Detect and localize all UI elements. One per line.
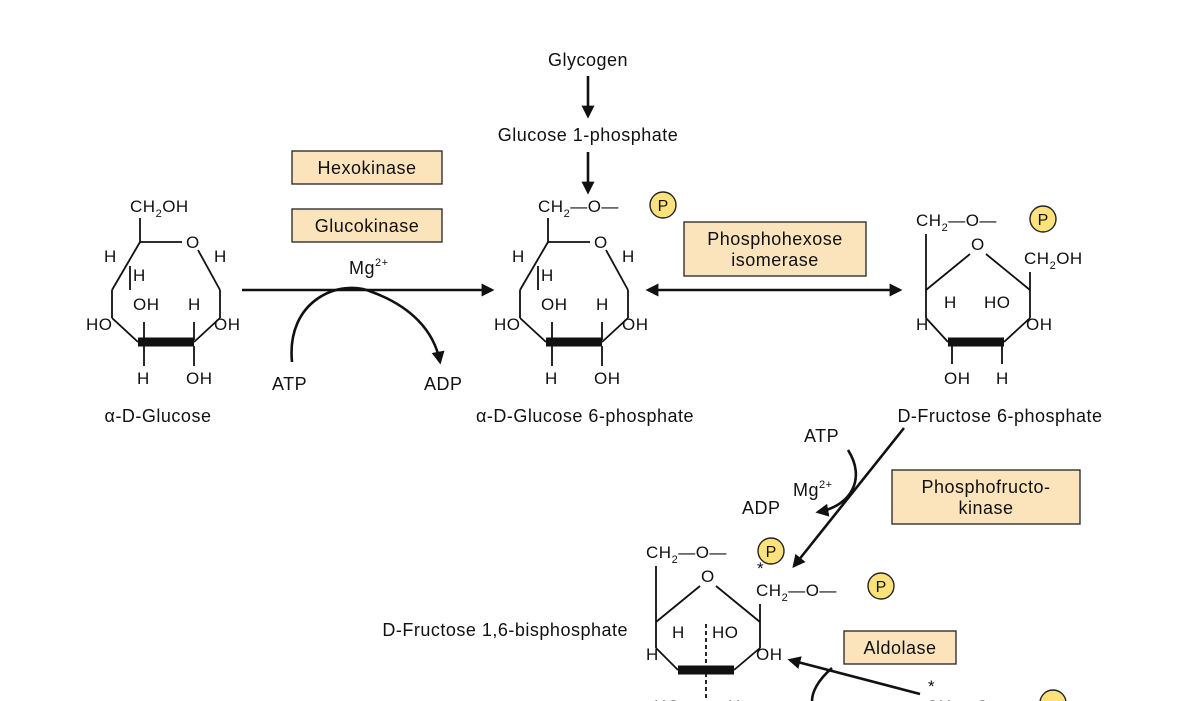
svg-text:OH: OH	[1026, 315, 1053, 334]
svg-text:CH2—O—: CH2—O—	[646, 543, 727, 566]
svg-text:CH2—O—: CH2—O—	[756, 581, 837, 604]
svg-text:HO: HO	[654, 697, 681, 701]
alpha-d-glucose-structure: CH2OH O H H H HO OH H OH H OH	[86, 197, 241, 388]
atp-to-adp-curved-arrow	[290, 286, 445, 365]
svg-text:OH: OH	[944, 369, 971, 388]
svg-text:H: H	[188, 295, 201, 314]
glucokinase-box: Glucokinase	[291, 208, 443, 243]
svg-text:*: *	[928, 677, 935, 696]
svg-text:O: O	[701, 567, 715, 586]
adp-label-2: ADP	[742, 498, 781, 518]
mg-cofactor-label-2: Mg2+	[793, 479, 833, 500]
glucose-6-phosphate-label: α-D-Glucose 6-phosphate	[476, 406, 694, 426]
hexokinase-label: Hexokinase	[317, 158, 416, 178]
svg-text:H: H	[916, 315, 929, 334]
svg-text:CH2OH: CH2OH	[130, 197, 189, 220]
svg-text:H: H	[622, 247, 635, 266]
svg-text:OH: OH	[756, 645, 783, 664]
svg-text:P: P	[658, 198, 669, 215]
svg-text:O: O	[594, 233, 608, 252]
svg-text:H: H	[996, 369, 1009, 388]
svg-text:H: H	[672, 623, 685, 642]
svg-text:H: H	[944, 293, 957, 312]
alpha-d-glucose-label: α-D-Glucose	[105, 406, 212, 426]
fructose-6-phosphate-structure: CH2—O— P O CH2OH H H HO OH OH H	[916, 205, 1083, 388]
svg-text:H: H	[545, 369, 558, 388]
svg-text:O: O	[186, 233, 200, 252]
mg-cofactor-label-1: Mg2+	[349, 257, 389, 278]
phosphofructokinase-box: Phosphofructo- kinase	[891, 469, 1081, 525]
phosphohexose-isomerase-box: Phosphohexose isomerase	[683, 221, 867, 277]
fructose-6-phosphate-label: D-Fructose 6-phosphate	[897, 406, 1102, 426]
svg-text:H: H	[214, 247, 227, 266]
svg-text:CH2—O—: CH2—O—	[926, 697, 1007, 701]
svg-text:HO: HO	[712, 623, 739, 642]
aldolase-box: Aldolase	[843, 630, 957, 665]
svg-text:OH: OH	[186, 369, 213, 388]
svg-text:H: H	[596, 295, 609, 314]
fructose-1-6-bisphosphate-structure: CH2—O— P O * CH2—O— P H H HO OH HO H	[646, 537, 895, 701]
svg-text:OH: OH	[214, 315, 241, 334]
svg-text:Phosphohexose: Phosphohexose	[707, 229, 843, 249]
atp-label-2: ATP	[804, 426, 839, 446]
svg-text:H: H	[646, 645, 659, 664]
adp-label-1: ADP	[424, 374, 463, 394]
svg-text:OH: OH	[133, 295, 160, 314]
svg-text:H: H	[541, 266, 554, 285]
svg-text:H: H	[512, 247, 525, 266]
atp-to-adp-curved-arrow-2	[815, 449, 858, 517]
fructose-1-6-bisphosphate-label: D-Fructose 1,6-bisphosphate	[382, 620, 628, 640]
f6p-to-fbp-arrow	[792, 427, 906, 569]
svg-text:Phosphofructo-: Phosphofructo-	[921, 477, 1050, 497]
svg-text:HO: HO	[494, 315, 521, 334]
svg-text:*: *	[757, 559, 764, 578]
svg-text:OH: OH	[541, 295, 568, 314]
svg-text:H: H	[137, 369, 150, 388]
svg-text:Aldolase: Aldolase	[863, 638, 936, 658]
hexokinase-box: Hexokinase	[291, 150, 443, 185]
svg-text:HO: HO	[86, 315, 113, 334]
svg-text:H: H	[104, 247, 117, 266]
svg-text:HO: HO	[984, 293, 1011, 312]
svg-text:P: P	[1038, 212, 1049, 229]
svg-text:OH: OH	[622, 315, 649, 334]
svg-text:CH2—O—: CH2—O—	[538, 197, 619, 220]
glucokinase-label: Glucokinase	[315, 216, 420, 236]
aldolase-reverse-arrow	[787, 656, 921, 696]
atp-label-1: ATP	[272, 374, 307, 394]
glycogen-label: Glycogen	[548, 50, 628, 70]
aldolase-forward-arrow-stub	[810, 667, 833, 701]
glucose-1-phosphate-label: Glucose 1-phosphate	[498, 125, 679, 145]
dihydroxyacetone-phosphate-partial: * CH2—O—	[926, 677, 1067, 701]
svg-text:O: O	[971, 235, 985, 254]
glucose-6-phosphate-structure: CH2—O— P O H H H HO OH H OH H OH	[494, 191, 677, 388]
svg-text:P: P	[876, 579, 887, 596]
svg-text:CH2—O—: CH2—O—	[916, 211, 997, 234]
svg-text:CH2OH: CH2OH	[1024, 249, 1083, 272]
svg-text:isomerase: isomerase	[731, 250, 819, 270]
svg-text:P: P	[766, 544, 777, 561]
svg-text:H: H	[133, 266, 146, 285]
svg-text:H: H	[728, 697, 741, 701]
svg-text:OH: OH	[594, 369, 621, 388]
svg-text:kinase: kinase	[958, 498, 1013, 518]
